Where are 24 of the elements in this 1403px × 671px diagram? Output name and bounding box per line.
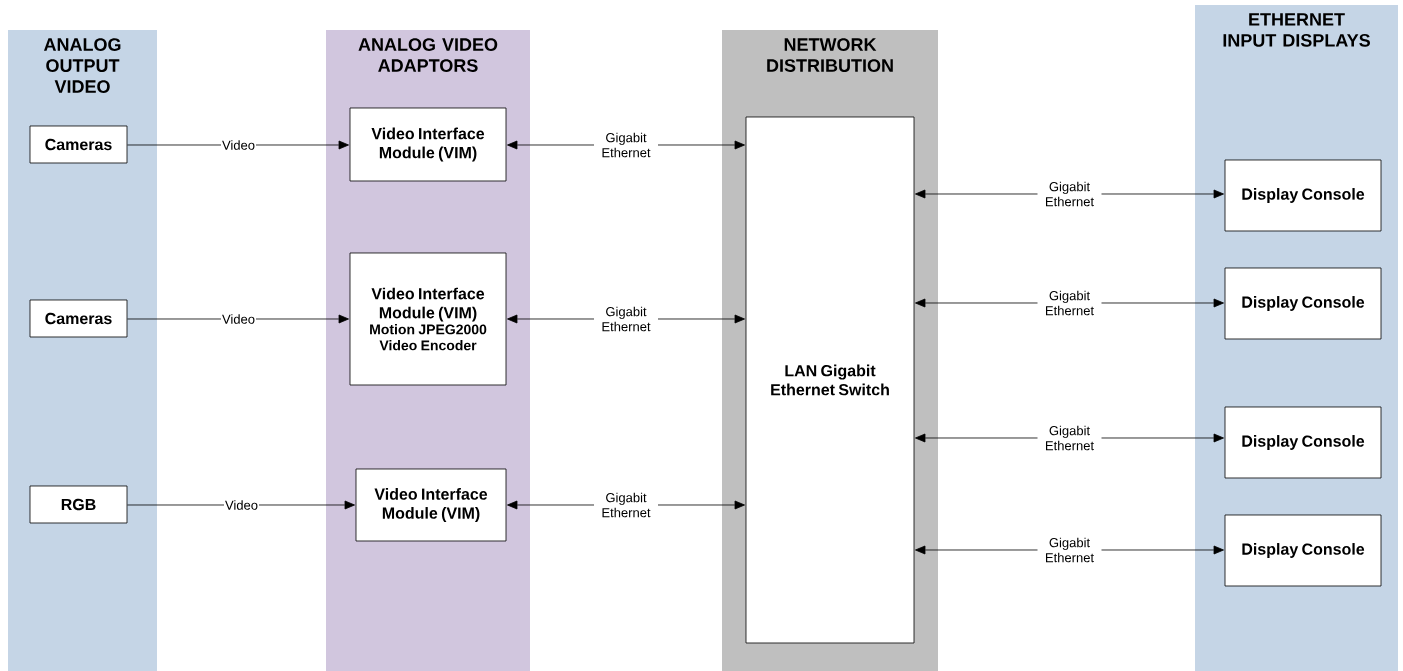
edge-label: Gigabit Ethernet — [594, 305, 658, 333]
edge-label: Video — [224, 499, 259, 511]
process-box: Video Interface Module (VIM) Motion JPEG2000 Video Encoder — [349, 252, 507, 386]
process-box: LAN Gigabit Ethernet Switch — [745, 116, 915, 644]
edge-label: Gigabit Ethernet — [594, 131, 658, 159]
process-box: Video Interface Module (VIM) — [349, 107, 507, 182]
process-box: Display Console — [1224, 514, 1382, 587]
edge-label: Gigabit Ethernet — [594, 491, 658, 519]
edge-label: Gigabit Ethernet — [1037, 424, 1102, 452]
arrow — [127, 500, 355, 510]
process-box: Display Console — [1224, 159, 1382, 232]
arrow — [127, 140, 349, 150]
edge-label: Gigabit Ethernet — [1037, 180, 1102, 208]
process-box: RGB — [29, 485, 128, 524]
process-box: Display Console — [1224, 267, 1382, 340]
edge-label: Gigabit Ethernet — [1037, 289, 1102, 317]
process-box: Video Interface Module (VIM) — [355, 468, 507, 542]
process-box: Cameras — [29, 125, 128, 164]
edge-label: Video — [221, 313, 256, 325]
edge-label: Video — [221, 139, 256, 151]
process-box: Display Console — [1224, 406, 1382, 479]
arrow — [127, 314, 349, 324]
edge-label: Gigabit Ethernet — [1037, 536, 1102, 564]
process-box: Cameras — [29, 299, 128, 338]
